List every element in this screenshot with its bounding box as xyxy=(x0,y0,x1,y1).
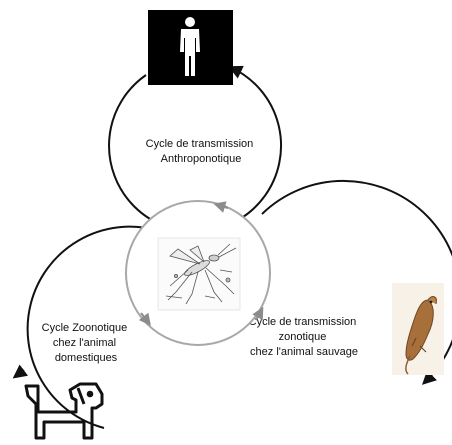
zoonotic-wild-label-line-3: chez l'animal sauvage xyxy=(250,346,358,358)
zoonotic-domestic-label-line-1: Cycle Zoonotique xyxy=(42,322,128,334)
anthroponotic-label-line-2: Anthroponotique xyxy=(161,153,242,165)
zoonotic-domestic-cycle-label: Cycle Zoonotique chez l'animal domestiqu… xyxy=(42,322,131,364)
sandfly-illustration xyxy=(158,238,240,310)
zoonotic-wild-label-line-1: Cycle de transmission xyxy=(249,316,357,328)
human-figure-icon xyxy=(148,10,233,85)
anthroponotic-label-line-1: Cycle de transmission xyxy=(146,138,254,150)
rodent-photo-icon xyxy=(392,283,444,375)
zoonotic-domestic-label-line-2: chez l'animal xyxy=(53,337,116,349)
zoonotic-domestic-label-line-3: domestiques xyxy=(55,352,118,364)
anthroponotic-cycle-label: Cycle de transmission Anthroponotique xyxy=(146,138,257,165)
vector-cycle xyxy=(126,201,270,345)
dog-icon xyxy=(26,384,102,438)
zoonotic-wild-cycle-label: Cycle de transmission zonotique chez l'a… xyxy=(249,316,360,358)
zoonotic-wild-label-line-2: zonotique xyxy=(279,331,327,343)
zoonotic-domestic-arrowhead xyxy=(16,370,24,376)
